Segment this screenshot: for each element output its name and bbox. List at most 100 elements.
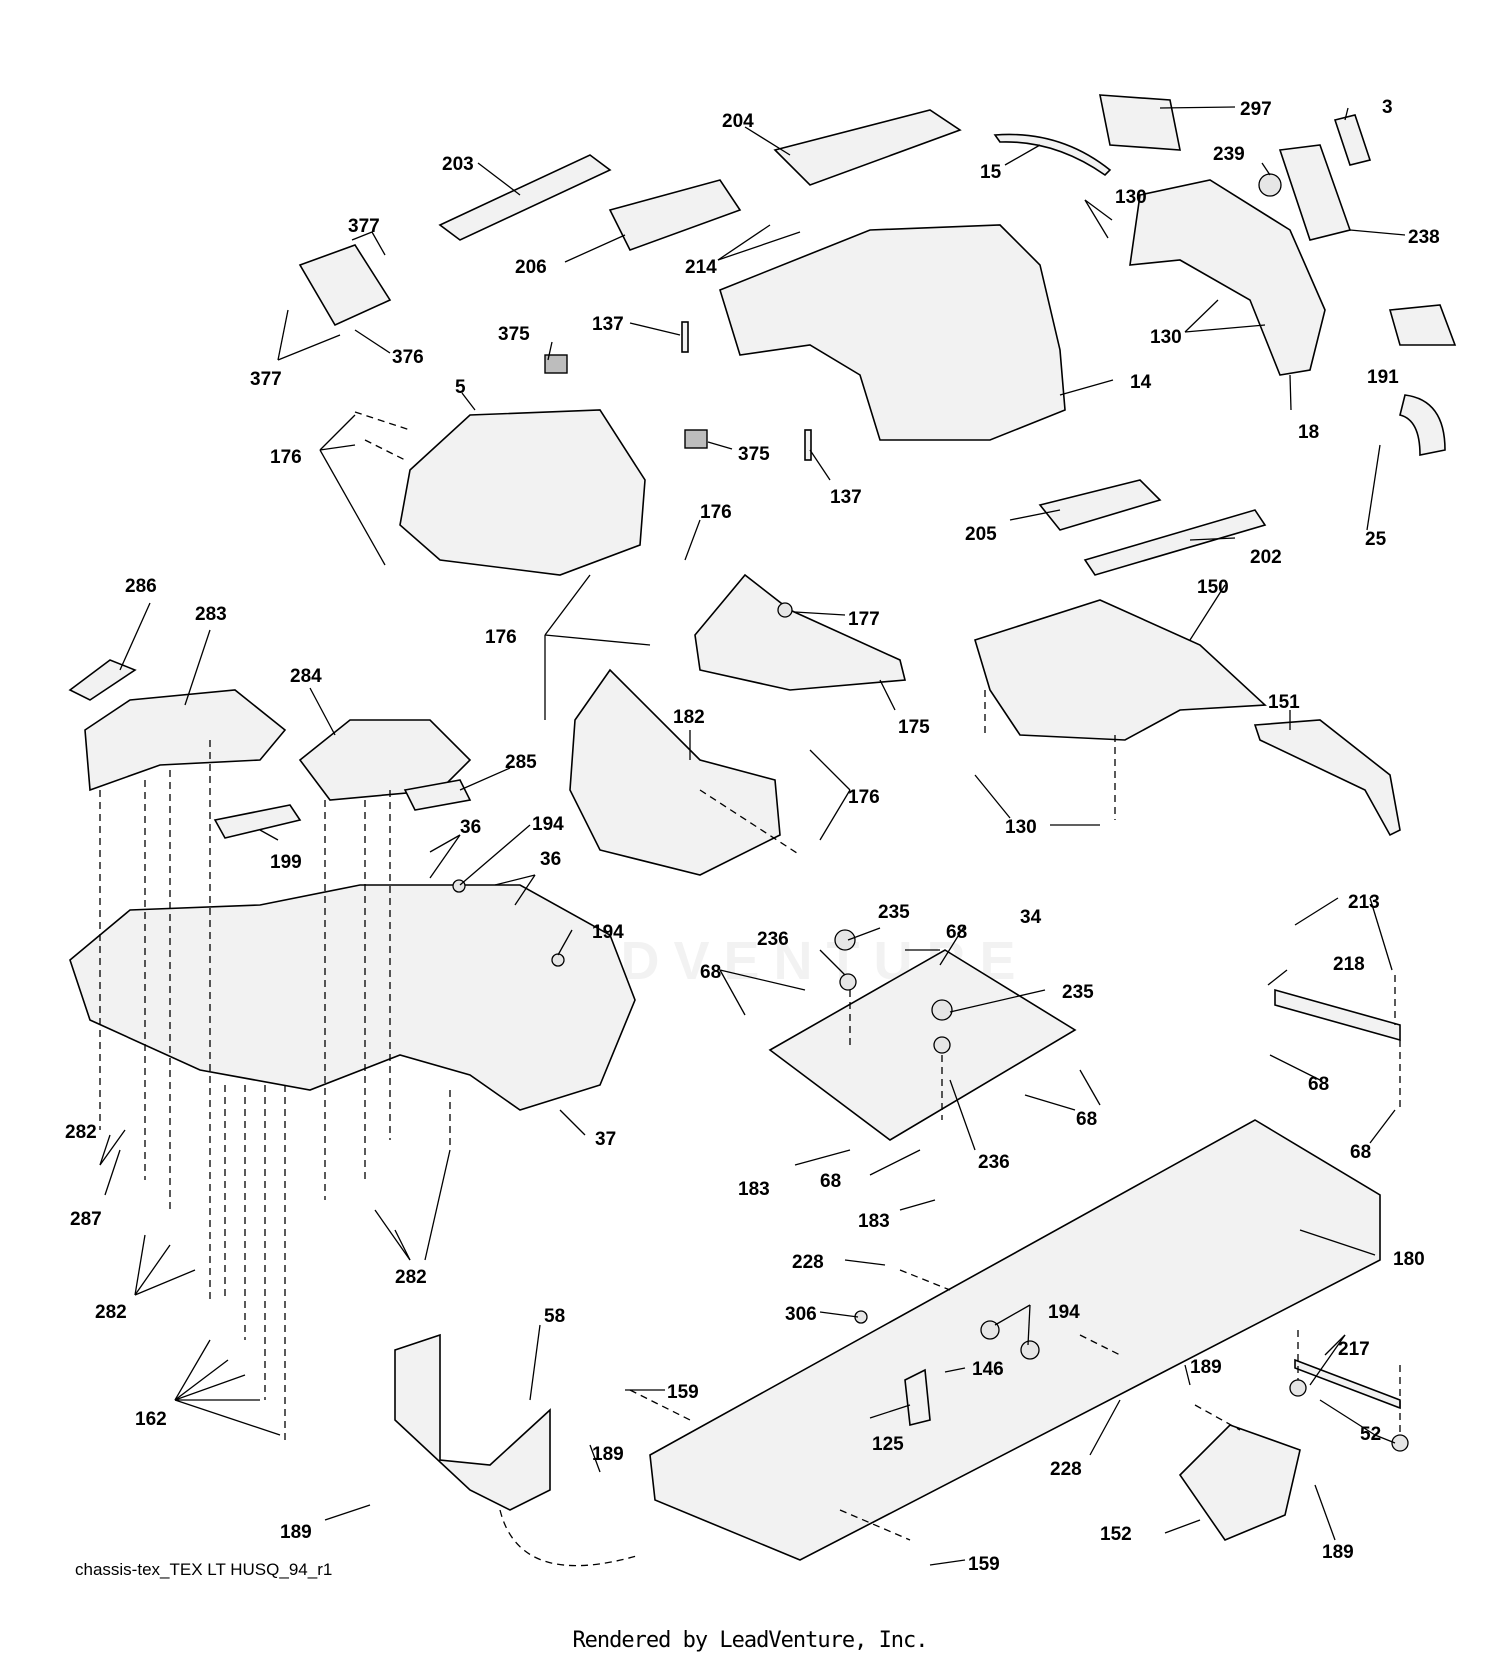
part-177-nut [777,602,793,618]
leader-line [794,611,846,616]
leader-line [259,829,279,841]
leader-line [1159,106,1236,109]
leader-line [939,924,966,966]
part-297-shape [1099,94,1181,151]
leader-line [529,1324,541,1401]
part-194-nut-d [1020,1340,1040,1360]
callout-176-d: 176 [848,787,880,808]
leader-line [1059,379,1114,396]
callout-37: 37 [595,1129,616,1150]
part-152-shape [1178,1424,1301,1541]
leader-line [99,1134,111,1166]
callout-203: 203 [442,154,474,175]
callout-194-b: 194 [592,922,624,943]
rendered-by-credit: Rendered by LeadVenture, Inc. [572,1628,928,1653]
leader-line [371,231,386,256]
part-151-shape [1253,719,1401,837]
leader-line [354,329,391,354]
callout-150: 150 [1197,577,1229,598]
leader-line [1344,107,1349,121]
callout-377: 377 [348,216,380,237]
leader-line [1184,1364,1191,1386]
assembly-line [364,439,406,461]
leader-line [544,574,591,636]
leader-line [879,679,896,711]
callout-206: 206 [515,257,547,278]
leader-line [459,767,511,791]
callout-130-b: 130 [1150,327,1182,348]
leader-line [429,834,461,879]
part-18-shape [1129,179,1326,376]
callout-217: 217 [1338,1339,1370,1360]
assembly-line [839,1509,911,1541]
leader-line [351,231,373,241]
part-52-washer-b [1391,1434,1409,1452]
leader-line [1366,444,1381,531]
leader-line [424,1149,451,1261]
leader-line [547,341,553,361]
callout-199: 199 [270,852,302,873]
callout-218: 218 [1333,954,1365,975]
callout-375-b: 375 [738,444,770,465]
leader-line [809,749,851,791]
part-137-shape-b [804,429,812,461]
leader-line [277,334,341,361]
leader-line [819,1311,859,1318]
assembly-line [499,1509,641,1567]
leader-line [1349,229,1406,236]
leader-line [319,449,386,566]
callout-130-c: 130 [1005,817,1037,838]
part-283-shape [84,689,287,792]
callout-68-b: 68 [700,962,721,983]
leader-line [1189,584,1226,641]
callout-297: 297 [1240,99,1272,120]
leader-line [1267,969,1288,986]
leader-line [1294,897,1339,926]
leader-line [429,834,461,853]
leader-line [1289,374,1292,411]
leader-line [684,519,701,561]
part-199-shape [213,804,302,839]
part-285-shape [403,779,472,811]
callout-137-b: 137 [830,487,862,508]
part-137-shape-a [681,321,689,353]
callout-189-b: 189 [592,1444,624,1465]
callout-377-b: 377 [250,369,282,390]
leader-line [1164,1519,1201,1534]
leader-line [319,414,356,451]
leader-line [1027,1304,1031,1346]
part-239-shape [1258,173,1282,197]
callout-204: 204 [722,111,754,132]
part-175-shape [694,573,907,691]
leader-line [119,602,151,671]
callout-146: 146 [972,1359,1004,1380]
callout-228-b: 228 [1050,1459,1082,1480]
callout-125: 125 [872,1434,904,1455]
leader-line [744,126,791,156]
callout-68: 68 [946,922,967,943]
part-5-shape [399,409,646,576]
leader-line [184,629,211,706]
callout-194: 194 [532,814,564,835]
callout-228: 228 [792,1252,824,1273]
callout-375: 375 [498,324,530,345]
leader-line [794,1149,851,1166]
callout-68-e: 68 [1308,1074,1329,1095]
leader-line [1089,1399,1121,1456]
leader-line [174,1359,229,1401]
leader-line [1079,1069,1101,1106]
leader-line [719,969,746,1016]
part-218-shape [1274,988,1401,1042]
leader-line [974,774,1011,819]
part-204-shape [773,109,962,186]
part-182-shape [569,668,781,876]
callout-287: 287 [70,1209,102,1230]
leader-line [994,1304,1031,1326]
part-180-shape [649,1119,1381,1561]
assembly-line [1079,1334,1121,1356]
callout-189-d: 189 [1322,1542,1354,1563]
leader-line [99,1129,126,1166]
part-284-shape [298,719,472,801]
callout-183: 183 [738,1179,770,1200]
part-286-shape [68,659,137,701]
